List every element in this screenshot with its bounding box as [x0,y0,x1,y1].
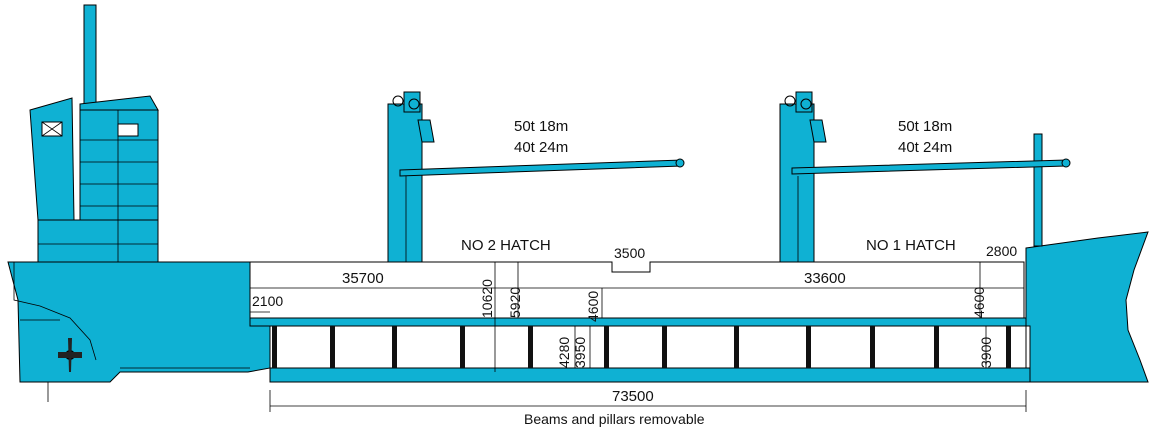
dim-2100: 2100 [252,293,283,309]
dim-2800: 2800 [986,243,1017,259]
stern-hull [7,261,271,383]
pillar [806,326,811,368]
pillar [272,326,277,368]
dim-4600-mid: 4600 [585,291,601,322]
upper-hold [249,261,1025,319]
removable-pillars [272,326,1011,368]
dim-4280: 4280 [556,337,572,368]
crane-1-capacity-line1: 50t 18m [898,118,952,135]
pillar [330,326,335,368]
pillar [934,326,939,368]
cargo-holds [249,261,1027,372]
pillar [662,326,667,368]
dim-35700: 35700 [342,270,384,287]
bridge-window [117,123,139,137]
pillar [1006,326,1011,368]
dim-73500: 73500 [612,388,654,405]
dim-3900: 3900 [978,337,994,368]
dimension-lines [250,262,1027,412]
pillar [528,326,533,368]
crane-1-cab [809,119,827,143]
dim-5920: 5920 [507,287,523,318]
crane-1-pedestal [779,103,815,263]
lower-hold [269,325,1027,369]
crane-icon [387,91,1071,263]
pillar [870,326,875,368]
crane-2-pedestal [387,103,423,263]
propeller-icon [58,338,82,372]
hatch-no1-label: NO 1 HATCH [866,237,956,254]
crane-2-capacity-line2: 40t 24m [514,139,568,156]
crane-2-capacity-line1: 50t 18m [514,118,568,135]
bow-hull [1025,231,1149,383]
dim-33600: 33600 [804,270,846,287]
crane-2-jib [399,159,683,177]
pillar [734,326,739,368]
double-bottom [269,367,1031,383]
crane-1-head [795,91,813,113]
crane-1-jib [791,159,1067,175]
pillar [604,326,609,368]
funnel [29,97,75,221]
removable-note: Beams and pillars removable [524,411,705,427]
dim-10620: 10620 [479,279,495,318]
crane-2-head [403,91,421,113]
pillar [392,326,397,368]
stern-superstructure [29,4,159,271]
annotations: 50t 18m 40t 24m 50t 18m 40t 24m NO 2 HAT… [252,118,1017,427]
tween-deck [249,317,1031,327]
dim-4600-fwd: 4600 [971,287,987,318]
forecastle-mast [1033,133,1043,247]
funnel-mast [83,4,97,106]
pillar [460,326,465,368]
hatch-no2-label: NO 2 HATCH [461,237,551,254]
crane-2-cab [417,119,435,143]
crane-1-capacity-line2: 40t 24m [898,139,952,156]
dim-3500: 3500 [614,245,645,261]
dim-3950: 3950 [572,337,588,368]
